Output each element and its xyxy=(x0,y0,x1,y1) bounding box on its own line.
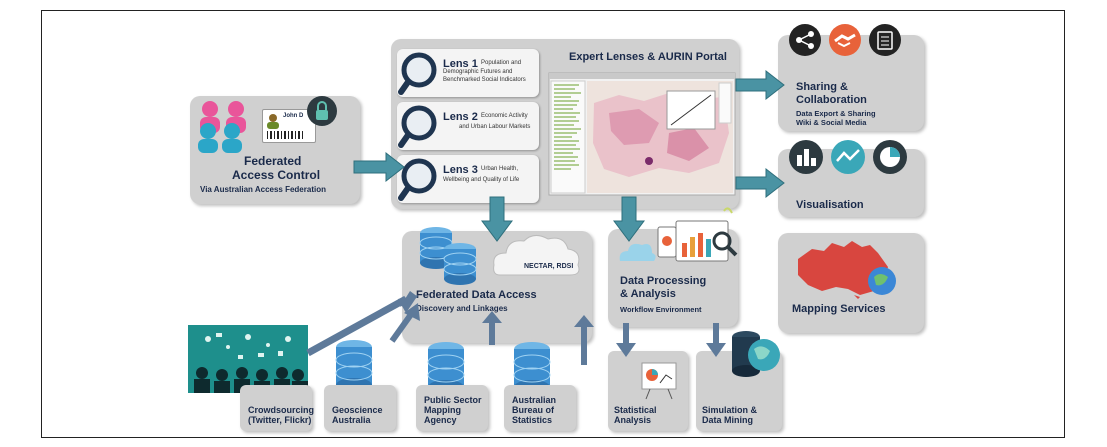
id-card-name: John D xyxy=(283,113,304,119)
magnifier-icon xyxy=(398,52,437,95)
arrow-portal-to-visualisation xyxy=(735,167,785,199)
handshake-icon xyxy=(829,24,861,56)
lens-1-desc2: Demographic Futures and xyxy=(443,69,513,75)
cloud-label: NECTAR, RDSI xyxy=(524,263,574,270)
lens-3[interactable]: Lens 3 Urban Health, Wellbeing and Quali… xyxy=(397,155,539,203)
access-title-line1: Federated xyxy=(244,154,302,168)
access-subtitle: Via Australian Access Federation xyxy=(200,185,326,194)
sharing-title-line2: Collaboration xyxy=(796,94,867,106)
magnifier-icon xyxy=(398,105,437,148)
magnifier-icon xyxy=(398,158,437,201)
id-card: John D xyxy=(262,109,316,143)
lens-2-desc: Economic Activity xyxy=(481,113,528,119)
sharing-sub2: Wiki & Social Media xyxy=(796,118,867,127)
output-stat-line2: Analysis xyxy=(614,415,652,425)
arrow-portal-to-sharing xyxy=(735,69,785,101)
server-database-icon xyxy=(419,227,477,285)
share-icon xyxy=(789,24,821,56)
portal-title: Expert Lenses & AURIN Portal xyxy=(569,51,727,63)
source-abs: Australian Bureau of Statistics xyxy=(504,385,576,431)
lens-2-label: Lens 2 xyxy=(443,111,478,123)
source-geoscience-line1: Geoscience xyxy=(332,405,383,415)
federated-data-subtitle: Discovery and Linkages xyxy=(416,304,508,313)
sharing-title-line1: Sharing & xyxy=(796,81,848,93)
lens-2-desc2: and Urban Labour Markets xyxy=(459,124,531,130)
australia-map-icon xyxy=(798,241,896,299)
arrow-crowdsourcing-to-data xyxy=(306,291,418,357)
visualisation-title: Visualisation xyxy=(796,199,864,211)
source-mapping-line3: Agency xyxy=(424,415,457,425)
lock-icon xyxy=(307,96,337,126)
source-geoscience-line2: Australia xyxy=(332,415,371,425)
processing-title-line2: & Analysis xyxy=(620,288,676,300)
source-crowdsourcing: Crowdsourcing (Twitter, Flickr) xyxy=(240,385,315,431)
barcode-icon xyxy=(267,131,303,139)
person-icon xyxy=(267,114,279,129)
presentation-board-icon xyxy=(641,362,677,400)
lens-1-desc3: Benchmarked Social Indicators xyxy=(443,77,526,83)
portal-panel: Expert Lenses & AURIN Portal Lens 1 Popu… xyxy=(391,39,739,209)
pie-chart-icon xyxy=(873,140,907,174)
source-mapping-line2: Mapping xyxy=(424,405,461,415)
source-crowdsourcing-line2: (Twitter, Flickr) xyxy=(248,415,312,425)
lens-2[interactable]: Lens 2 Economic Activity and Urban Labou… xyxy=(397,102,539,150)
lens-3-label: Lens 3 xyxy=(443,164,478,176)
lens-1-desc: Population and xyxy=(481,60,522,66)
source-abs-line2: Bureau of xyxy=(512,405,555,415)
source-mapping-line1: Public Sector xyxy=(424,395,482,405)
output-stat-line1: Statistical xyxy=(614,405,657,415)
arrow-abs-to-data xyxy=(574,315,594,365)
output-sim-line1: Simulation & xyxy=(702,405,758,415)
bar-chart-icon xyxy=(789,140,823,174)
geoscience-database-icon xyxy=(335,340,373,392)
processing-title-line1: Data Processing xyxy=(620,275,707,287)
source-abs-line3: Statistics xyxy=(512,415,553,425)
arrow-access-to-portal xyxy=(353,151,405,183)
mapping-title: Mapping Services xyxy=(792,303,886,315)
arrow-geoscience-to-data xyxy=(389,303,420,343)
lens-1[interactable]: Lens 1 Population and Demographic Future… xyxy=(397,49,539,97)
globe-database-icon xyxy=(732,331,780,377)
cloud-icon xyxy=(493,235,580,276)
output-sim-line2: Data Mining xyxy=(702,415,753,425)
mapping-agency-database-icon xyxy=(427,342,465,394)
checklist-icon xyxy=(869,24,901,56)
source-crowdsourcing-line1: Crowdsourcing xyxy=(248,405,315,415)
lens-3-desc2: Wellbeing and Quality of Life xyxy=(443,177,520,183)
federated-data-title: Federated Data Access xyxy=(416,289,537,301)
analytics-dashboard-icon xyxy=(619,207,738,262)
arrow-processing-to-statistics xyxy=(616,323,636,357)
sharing-sub1: Data Export & Sharing xyxy=(796,109,876,118)
source-mapping-agency: Public Sector Mapping Agency xyxy=(416,385,488,431)
arrow-agency-to-data xyxy=(482,311,502,345)
line-chart-icon xyxy=(831,140,865,174)
crowdsourcing-image xyxy=(188,325,308,393)
lens-1-label: Lens 1 xyxy=(443,58,478,70)
access-title-line2: Access Control xyxy=(232,168,321,182)
source-abs-line1: Australian xyxy=(512,395,557,405)
source-geoscience: Geoscience Australia xyxy=(324,385,396,431)
arrow-processing-to-simulation xyxy=(706,323,726,357)
lens-3-desc: Urban Health, xyxy=(481,166,519,172)
users-icon xyxy=(198,101,246,153)
diagram-frame: Expert Lenses & AURIN Portal Lens 1 Popu… xyxy=(41,10,1065,438)
processing-subtitle: Workflow Environment xyxy=(620,305,702,314)
arrow-portal-to-data xyxy=(481,196,513,242)
portal-map-screenshot xyxy=(548,72,736,196)
arrow-portal-to-processing xyxy=(613,196,645,242)
